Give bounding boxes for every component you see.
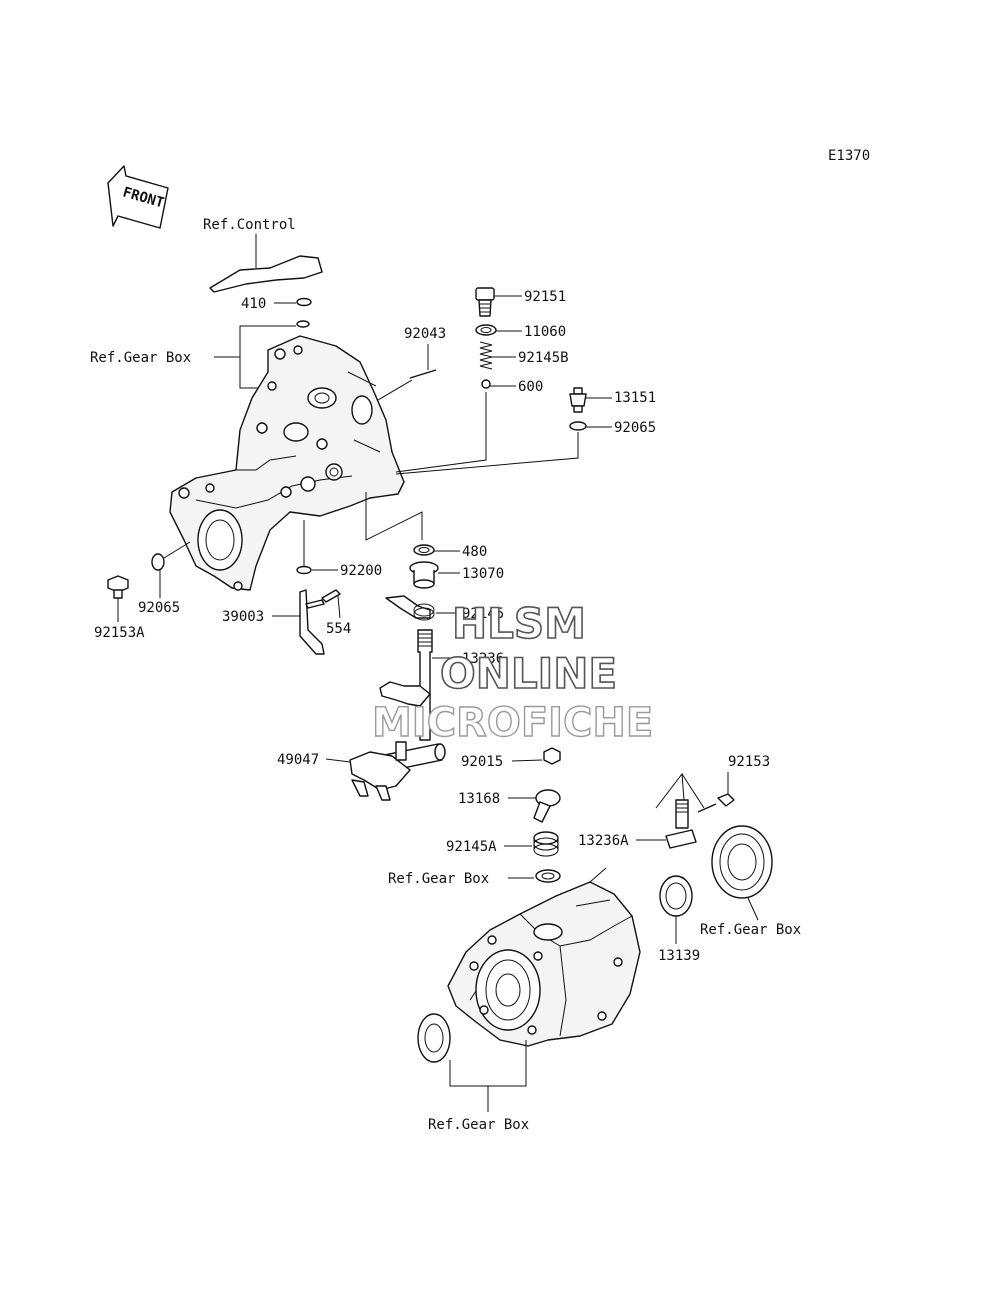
callout-480: 480 — [462, 544, 487, 560]
callout-92043: 92043 — [404, 326, 446, 342]
callout-11060: 11060 — [524, 324, 566, 340]
callout-39003: 39003 — [222, 609, 264, 625]
spring-92145B — [479, 341, 493, 370]
control-bracket — [209, 255, 323, 293]
callout-410: 410 — [241, 296, 266, 312]
callout-13151: 13151 — [614, 390, 656, 406]
washer-410 — [296, 297, 312, 307]
callout-92145: 92145 — [462, 606, 504, 622]
diagram-code: E1370 — [828, 148, 870, 164]
shaft-13236 — [379, 629, 433, 741]
callout-92065-upper: 92065 — [614, 420, 656, 436]
bolt-92153A — [107, 575, 129, 599]
spring-92145 — [385, 595, 435, 621]
callout-92153: 92153 — [728, 754, 770, 770]
callout-92200: 92200 — [340, 563, 382, 579]
callout-92145A: 92145A — [446, 839, 497, 855]
collar-13070 — [409, 561, 439, 589]
callout-13168: 13168 — [458, 791, 500, 807]
washer-92200 — [296, 565, 312, 575]
washer-92065-upper — [569, 421, 587, 431]
ref-control-label: Ref.Control — [203, 217, 296, 233]
collar-13139 — [659, 875, 693, 917]
lever-13168 — [533, 789, 561, 823]
ref-gear-box-right-label: Ref.Gear Box — [700, 922, 801, 938]
bolt-92153 — [697, 793, 735, 813]
ref-gear-box-upper-label: Ref.Gear Box — [90, 350, 191, 366]
ref-gear-box-middle-label: Ref.Gear Box — [388, 871, 489, 887]
callout-49047: 49047 — [277, 752, 319, 768]
pin-554 — [321, 589, 341, 603]
seal-lower-left — [417, 1013, 451, 1063]
bearing-right — [711, 825, 773, 899]
callout-13070: 13070 — [462, 566, 504, 582]
washer-upper — [296, 320, 310, 328]
callout-554: 554 — [326, 621, 351, 637]
lower-gear-box-housing — [447, 867, 641, 1047]
spring-92145A — [533, 831, 559, 857]
callout-92015: 92015 — [461, 754, 503, 770]
shaft-13236A — [665, 799, 697, 849]
front-arrow-icon: FRONT — [107, 165, 169, 229]
shift-fork-49047 — [349, 741, 446, 801]
plug-92151 — [475, 287, 495, 317]
callout-13236: 13236 — [462, 651, 504, 667]
circlip-480 — [413, 544, 435, 556]
washer-92065-lower — [151, 553, 165, 571]
callout-92151: 92151 — [524, 289, 566, 305]
watermark-line2: ONLINE — [440, 649, 617, 698]
ball-600 — [481, 379, 491, 389]
callout-92065-lower: 92065 — [138, 600, 180, 616]
seal-middle — [535, 869, 561, 883]
callout-92145B: 92145B — [518, 350, 569, 366]
watermark-line3: MICROFICHE — [372, 700, 653, 746]
callout-92153A: 92153A — [94, 625, 145, 641]
switch-13151 — [569, 387, 587, 413]
gasket-11060 — [475, 324, 497, 336]
watermark-line1: HLSM — [452, 599, 586, 648]
nut-92015 — [543, 747, 561, 765]
callout-13236A: 13236A — [578, 833, 629, 849]
callout-13139: 13139 — [658, 948, 700, 964]
ref-gear-box-bottom-label: Ref.Gear Box — [428, 1117, 529, 1133]
upper-gear-box-housing — [169, 335, 405, 591]
callout-600: 600 — [518, 379, 543, 395]
lever-39003 — [299, 589, 325, 655]
rod-92043 — [409, 369, 437, 379]
